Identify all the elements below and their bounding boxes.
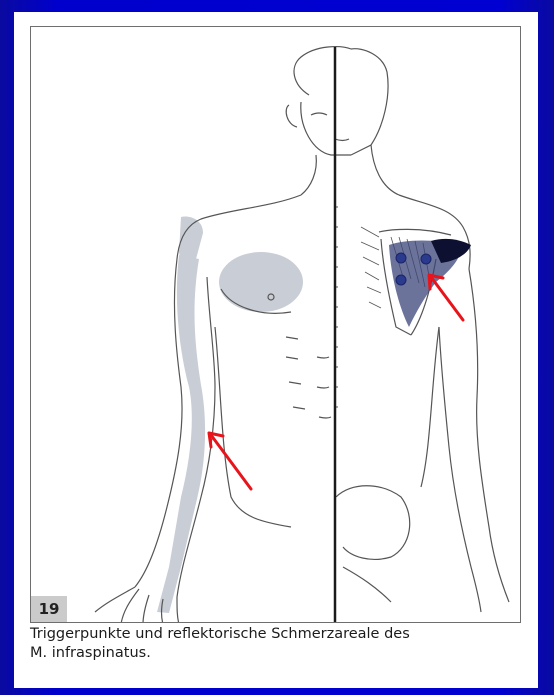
arrow-shoulder [429, 275, 463, 320]
trigger-point-2 [421, 254, 431, 264]
trigger-point-3 [396, 275, 406, 285]
figure-number: 19 [31, 596, 67, 622]
chest-pain-area [219, 252, 303, 312]
figure-caption: Triggerpunkte und reflektorische Schmerz… [30, 625, 530, 663]
document-page: 19 Triggerpunkte und reflektorische Schm… [14, 12, 538, 688]
arrow-arm [209, 433, 251, 489]
figure-frame: 19 [30, 26, 521, 623]
body-outline [95, 47, 509, 623]
anatomy-illustration [31, 27, 521, 623]
trigger-point-1 [396, 253, 406, 263]
